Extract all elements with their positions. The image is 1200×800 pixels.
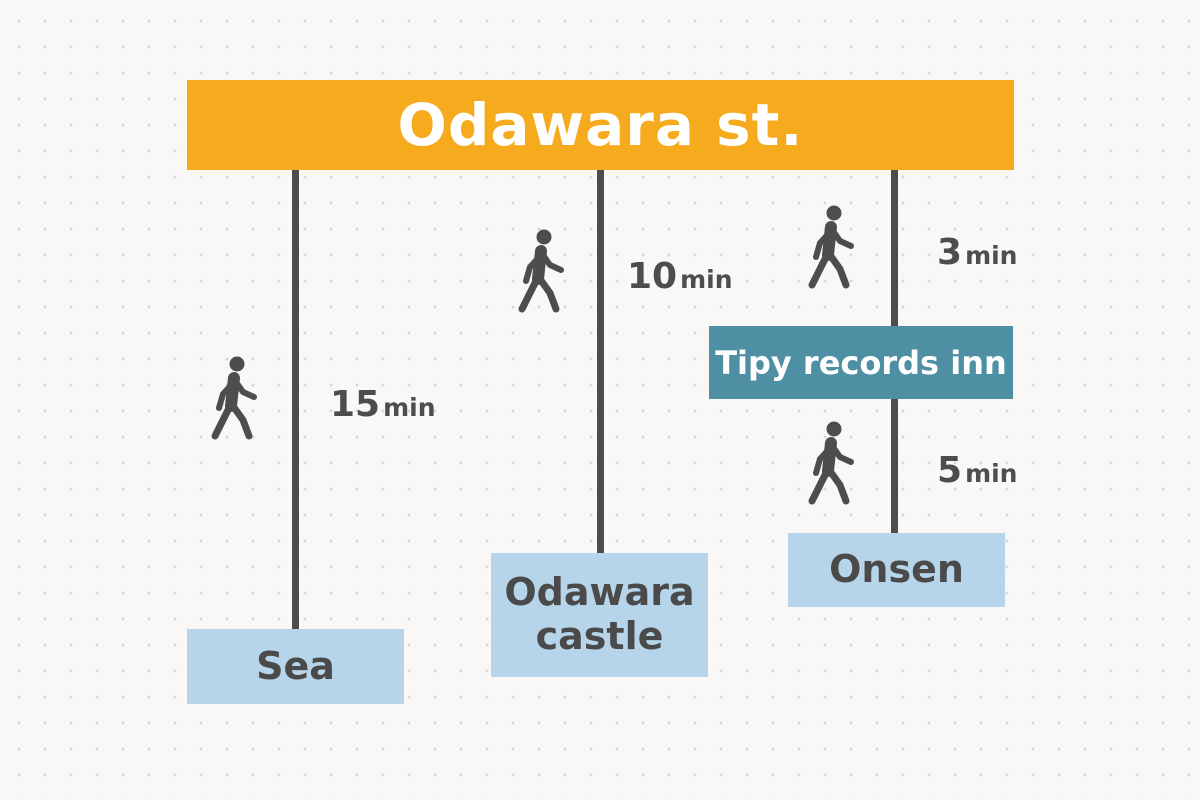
route-line-castle	[597, 170, 604, 554]
destination-odawara-castle: Odawara castle	[491, 553, 708, 677]
stop-label: Tipy records inn	[715, 343, 1007, 382]
destination-sea: Sea	[187, 629, 404, 704]
time-unit: min	[383, 393, 436, 422]
time-value: 10	[627, 256, 678, 297]
time-value: 15	[330, 384, 381, 425]
destination-label-line-1: Odawara	[504, 570, 695, 615]
pedestrian-icon	[517, 229, 569, 315]
route-line-onsen	[891, 398, 898, 534]
time-unit: min	[680, 265, 733, 294]
time-value: 5	[937, 450, 963, 491]
stop-tipy-records-inn: Tipy records inn	[709, 326, 1013, 399]
time-value: 3	[937, 232, 963, 273]
station-name-bar: Odawara st.	[187, 80, 1014, 170]
pedestrian-icon	[807, 421, 859, 507]
pedestrian-icon	[807, 205, 859, 291]
route-line-inn	[891, 170, 898, 327]
destination-label-line-2: castle	[535, 614, 664, 658]
time-unit: min	[965, 459, 1018, 488]
route-line-sea	[292, 170, 299, 630]
pedestrian-icon	[210, 356, 262, 442]
destination-onsen: Onsen	[788, 533, 1005, 607]
destination-label: Onsen	[829, 547, 964, 592]
destination-label: Sea	[256, 643, 335, 688]
time-unit: min	[965, 241, 1018, 270]
